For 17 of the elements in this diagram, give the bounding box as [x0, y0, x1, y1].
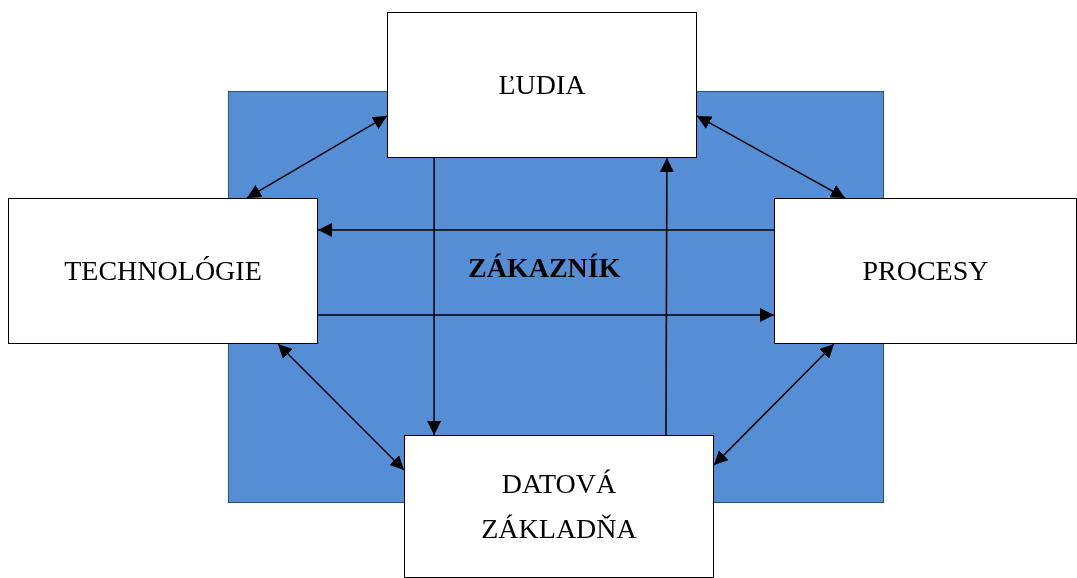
center-label: ZÁKAZNÍK: [468, 251, 621, 285]
arrow: [277, 343, 405, 471]
arrow: [317, 222, 775, 237]
process-box: [387, 12, 697, 158]
arrow: [713, 343, 835, 466]
box-label: ĽUDIA: [498, 67, 586, 102]
process-box: [404, 435, 714, 578]
process-box: [8, 198, 318, 344]
box-label: PROCESY: [862, 253, 989, 288]
arrow: [317, 307, 775, 322]
box-label: DATOVÁ ZÁKLADŇA: [480, 466, 638, 546]
arrow: [696, 115, 846, 199]
process-box: [774, 198, 1077, 344]
arrow: [427, 157, 442, 436]
box-label: TECHNOLÓGIE: [64, 253, 262, 288]
arrow: [246, 115, 388, 199]
arrow: [659, 157, 674, 436]
